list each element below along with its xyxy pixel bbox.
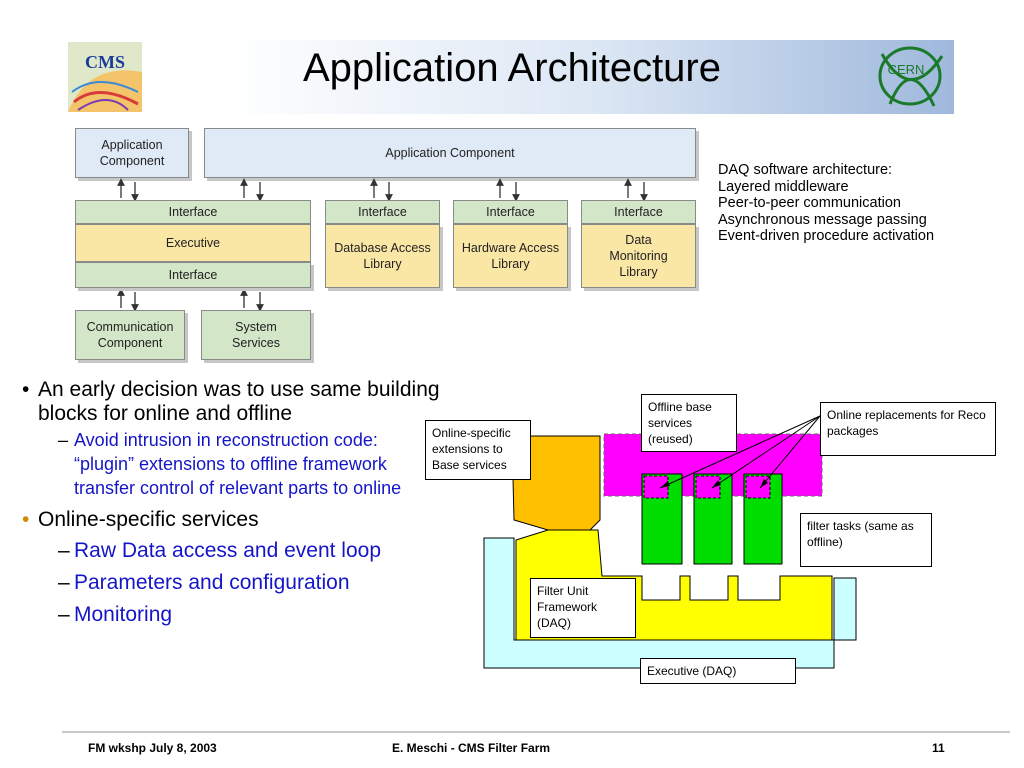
hardware-access-library-box: Hardware Access Library xyxy=(453,224,568,288)
replacement-square xyxy=(745,475,771,499)
interface-box-hw: Interface xyxy=(453,200,568,224)
footer-center: E. Meschi - CMS Filter Farm xyxy=(392,741,551,755)
sub-bullet-item: – Avoid intrusion in reconstruction code… xyxy=(22,428,442,500)
sub-bullet-text: Monitoring xyxy=(74,603,173,626)
daq-note: Peer-to-peer communication xyxy=(718,195,901,211)
sub-bullet-text: Parameters and configuration xyxy=(74,571,350,594)
daq-note: Event-driven procedure activation xyxy=(718,228,935,244)
bullet-text: Online-specific services xyxy=(38,508,259,531)
interface-box-bottom: Interface xyxy=(75,262,311,288)
daq-note: Layered middleware xyxy=(718,178,849,195)
sub-bullet-text: Avoid intrusion in reconstruction code: … xyxy=(74,430,402,498)
bullet-list: • An early decision was to use same buil… xyxy=(22,378,442,634)
dash-icon: – xyxy=(58,539,70,562)
online-replacements-label: Online replacements for Reco packages xyxy=(820,402,996,456)
bullet-item: • Online-specific services xyxy=(22,508,442,532)
executive-box: Executive xyxy=(75,224,311,262)
footer-left: FM wkshp July 8, 2003 xyxy=(88,741,217,755)
daq-note: Asynchronous message passing xyxy=(718,211,927,228)
application-component-wide-box: Application Component xyxy=(204,128,696,178)
filter-unit-label: Filter Unit Framework (DAQ) xyxy=(530,578,636,638)
cms-logo-text: CMS xyxy=(85,52,125,72)
sub-bullet-text: Raw Data access and event loop xyxy=(74,539,382,562)
data-monitoring-library-box: Data Monitoring Library xyxy=(581,224,696,288)
daq-notes: DAQ software architecture: Layered middl… xyxy=(718,162,934,245)
cern-logo: CERN xyxy=(876,44,948,110)
offline-base-label: Offline base services (reused) xyxy=(641,394,737,452)
online-extension-shape xyxy=(511,435,601,531)
sub-bullet-item: – Parameters and configuration xyxy=(22,570,442,596)
executive-base-shape xyxy=(483,537,857,669)
dash-icon: – xyxy=(58,603,70,626)
bullet-dot-icon: • xyxy=(22,508,30,531)
sub-bullet-item: – Raw Data access and event loop xyxy=(22,538,442,564)
bullet-dot-icon: • xyxy=(22,378,30,401)
footer-page-number: 11 xyxy=(932,741,945,755)
cern-logo-text: CERN xyxy=(888,62,925,77)
communication-component-box: Communication Component xyxy=(75,310,185,360)
bullet-item: • An early decision was to use same buil… xyxy=(22,378,442,426)
dash-icon: – xyxy=(58,430,69,450)
daq-note: DAQ software architecture: xyxy=(718,162,893,178)
interface-box-db: Interface xyxy=(325,200,440,224)
filter-tasks-label: filter tasks (same as offline) xyxy=(800,513,932,567)
online-specific-label: Online-specific extensions to Base servi… xyxy=(425,420,531,480)
page-title: Application Architecture xyxy=(302,46,721,90)
database-access-library-box: Database Access Library xyxy=(325,224,440,288)
replacement-square xyxy=(695,475,721,499)
interface-box-mon: Interface xyxy=(581,200,696,224)
dash-icon: – xyxy=(58,571,70,594)
application-component-box: Application Component xyxy=(75,128,189,178)
cms-logo: CMS xyxy=(68,42,142,112)
interface-box-top: Interface xyxy=(75,200,311,224)
replacement-square xyxy=(643,475,669,499)
executive-daq-label: Executive (DAQ) xyxy=(640,658,796,684)
footer-divider xyxy=(62,731,1010,733)
sub-bullet-item: – Monitoring xyxy=(22,602,442,628)
system-services-box: System Services xyxy=(201,310,311,360)
bullet-text: An early decision was to use same buildi… xyxy=(38,378,440,425)
title-banner xyxy=(62,40,954,114)
